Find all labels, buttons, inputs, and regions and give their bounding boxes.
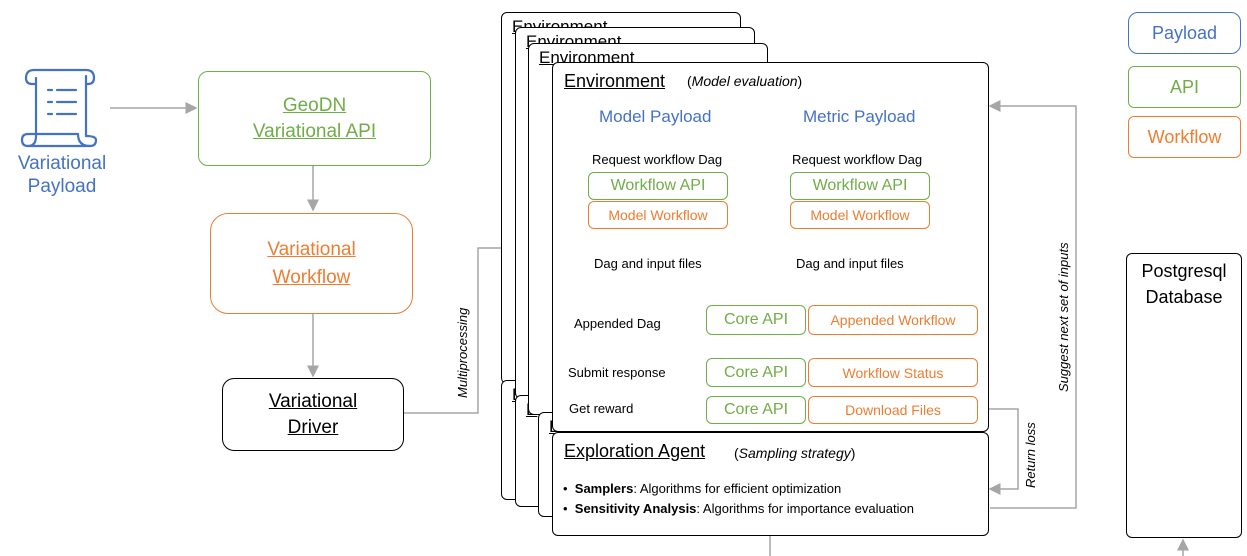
core-api-label-2: Core API: [723, 363, 789, 381]
arrow-suggest-inputs: [988, 100, 1077, 509]
exploration-agent-box: Exploration Agent (Sampling strategy) • …: [552, 432, 989, 536]
variational-driver-line1: Variational: [268, 390, 358, 412]
payload-scroll-icon: [20, 66, 102, 151]
environment-subtitle-text: (Model evaluation): [687, 73, 803, 89]
download-files-label: Download Files: [845, 402, 941, 418]
core-api-box-2[interactable]: Core API: [706, 358, 806, 387]
metric-payload-label: Metric Payload: [803, 107, 916, 126]
variational-payload-label: Variational Payload: [17, 153, 107, 197]
database-line1: Postgresql: [1141, 261, 1227, 281]
legend-api-label: API: [1169, 76, 1199, 97]
appended-workflow-box[interactable]: Appended Workflow: [808, 305, 978, 335]
core-api-box-1[interactable]: Core API: [706, 305, 806, 335]
model-workflow-api-label: Workflow API: [610, 177, 706, 194]
variational-workflow-line2: Workflow: [272, 266, 351, 288]
bullet-samplers: • Samplers: Algorithms for efficient opt…: [563, 481, 842, 496]
download-files-box[interactable]: Download Files: [808, 396, 978, 424]
model-workflow-box[interactable]: Model Workflow: [588, 201, 728, 229]
geodn-variational-api-box[interactable]: GeoDN Variational API: [198, 71, 431, 166]
core-api-label-3: Core API: [723, 401, 789, 418]
suggest-inputs-label: Suggest next set of inputs: [1056, 242, 1071, 392]
postgresql-database-box[interactable]: Postgresql Database: [1126, 253, 1242, 538]
row-label-appended-dag: Appended Dag: [574, 316, 661, 331]
geodn-label: GeoDN: [282, 94, 347, 116]
variational-api-label: Variational API: [252, 120, 377, 142]
bullet-sensitivity: • Sensitivity Analysis: Algorithms for i…: [563, 501, 914, 516]
return-loss-label: Return loss: [1023, 422, 1038, 488]
workflow-status-label: Workflow Status: [842, 364, 944, 381]
database-line2: Database: [1145, 287, 1223, 307]
variational-workflow-box[interactable]: Variational Workflow: [210, 213, 413, 314]
legend-workflow-label: Workflow: [1147, 126, 1222, 147]
appended-workflow-label: Appended Workflow: [830, 312, 956, 328]
row-label-submit-response: Submit response: [568, 365, 666, 380]
environment-title: Environment: [564, 71, 666, 91]
metric-request-label: Request workflow Dag: [792, 152, 923, 167]
metric-workflow-label: Model Workflow: [810, 207, 910, 223]
model-workflow-label: Model Workflow: [608, 207, 708, 223]
model-payload-label: Model Payload: [599, 107, 712, 126]
model-dag-files-label: Dag and input files: [594, 256, 702, 271]
core-api-label-1: Core API: [723, 311, 789, 328]
model-workflow-api-box[interactable]: Workflow API: [588, 172, 728, 200]
legend-payload-label: Payload: [1151, 22, 1218, 43]
row-label-get-reward: Get reward: [569, 401, 634, 416]
workflow-status-box[interactable]: Workflow Status: [808, 358, 978, 387]
exploration-agent-subtitle: (Sampling strategy): [734, 445, 856, 461]
core-api-box-3[interactable]: Core API: [706, 396, 806, 424]
variational-workflow-line1: Variational: [267, 238, 356, 260]
variational-driver-line2: Driver: [287, 416, 339, 438]
legend-workflow: Workflow: [1128, 116, 1241, 158]
environment-subtitle-value: (Model evaluation): [687, 73, 803, 89]
exploration-agent-title: Exploration Agent: [564, 441, 706, 461]
metric-workflow-box[interactable]: Model Workflow: [790, 201, 930, 229]
metric-workflow-api-label: Workflow API: [812, 177, 908, 194]
metric-dag-files-label: Dag and input files: [796, 256, 904, 271]
arrow-return-loss: [988, 408, 1019, 495]
model-request-label: Request workflow Dag: [592, 152, 723, 167]
legend-payload: Payload: [1128, 12, 1241, 54]
metric-workflow-api-box[interactable]: Workflow API: [790, 172, 930, 200]
variational-driver-box[interactable]: Variational Driver: [222, 378, 404, 451]
agent-bullets: • Samplers: Algorithms for efficient opt…: [563, 479, 914, 519]
legend-api: API: [1128, 66, 1241, 108]
multiprocessing-label: Multiprocessing: [455, 307, 470, 398]
